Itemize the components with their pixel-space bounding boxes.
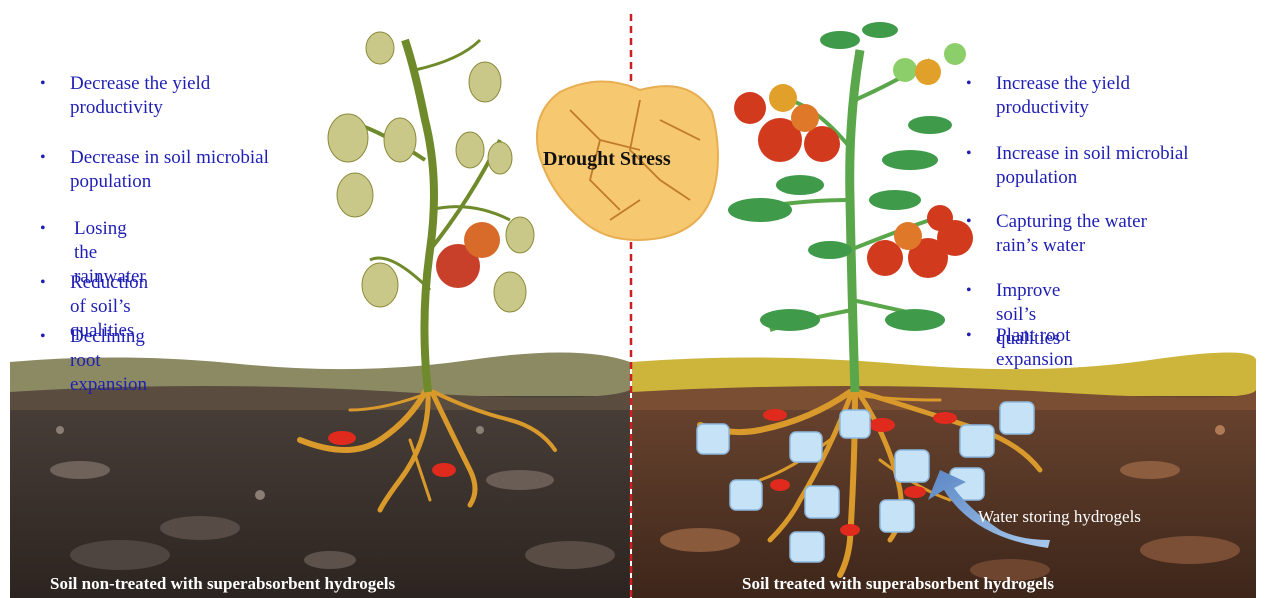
- wilted-leaf: [488, 142, 512, 174]
- bullet-dot: •: [40, 271, 46, 295]
- tomato: [791, 104, 819, 132]
- bullet-dot: •: [40, 146, 46, 170]
- wilted-leaf: [328, 114, 368, 162]
- wilted-leaf: [384, 118, 416, 162]
- wilted-plant: [328, 32, 534, 392]
- wilted-leaf: [494, 272, 526, 312]
- healthy-leaf: [862, 22, 898, 38]
- bullet-dot: •: [40, 325, 46, 349]
- healthy-leaf: [869, 190, 921, 210]
- tomato: [464, 222, 500, 258]
- healthy-leaf: [820, 31, 860, 49]
- healthy-leaf: [760, 309, 820, 331]
- tomato: [894, 222, 922, 250]
- bullet-item: •Capturing the water rain’s water: [996, 210, 1147, 258]
- bullet-item: •Decrease in soil microbial population: [70, 146, 269, 194]
- bullet-text: Plant root expansion: [996, 325, 1073, 370]
- healthy-leaf: [728, 198, 792, 222]
- bullet-text: Declining root expansion: [70, 326, 147, 395]
- bullet-item: •Decrease the yield productivity: [70, 72, 210, 120]
- bullet-text: Decrease the yield productivity: [70, 73, 210, 118]
- bullet-text: Decrease in soil microbial population: [70, 147, 269, 192]
- healthy-leaf: [882, 150, 938, 170]
- left-caption: Soil non-treated with superabsorbent hyd…: [50, 574, 395, 594]
- bullet-item: •Plant root expansion: [996, 324, 1073, 372]
- wilted-leaf: [469, 62, 501, 102]
- tomato: [915, 59, 941, 85]
- bullet-item: •Declining root expansion: [70, 325, 147, 397]
- bullet-dot: •: [966, 72, 972, 96]
- tomato: [893, 58, 917, 82]
- healthy-leaf: [808, 241, 852, 259]
- drought-stress-label: Drought Stress: [543, 148, 671, 171]
- hydrogel-label: Water storing hydrogels: [978, 507, 1141, 527]
- wilted-leaf: [366, 32, 394, 64]
- bullet-item: •Increase in soil microbial population: [996, 142, 1189, 190]
- tomato: [867, 240, 903, 276]
- healthy-leaf: [908, 116, 952, 134]
- bullet-dot: •: [40, 72, 46, 96]
- bullet-text: Increase in soil microbial population: [996, 143, 1189, 188]
- bullet-dot: •: [966, 142, 972, 166]
- healthy-leaf: [885, 309, 945, 331]
- healthy-leaf: [776, 175, 824, 195]
- microbe-left-1: [328, 431, 356, 445]
- bullet-item: •Increase the yield productivity: [996, 72, 1130, 120]
- bullet-text: Capturing the water rain’s water: [996, 211, 1147, 256]
- bullet-dot: •: [40, 217, 46, 241]
- bullet-dot: •: [966, 210, 972, 234]
- wilted-leaf: [506, 217, 534, 253]
- wilted-leaf: [456, 132, 484, 168]
- bullet-dot: •: [966, 279, 972, 303]
- microbe-left-2: [432, 463, 456, 477]
- tomato: [804, 126, 840, 162]
- tomato: [734, 92, 766, 124]
- wilted-leaf: [337, 173, 373, 217]
- tomato: [769, 84, 797, 112]
- bullet-text: Increase the yield productivity: [996, 73, 1130, 118]
- right-caption: Soil treated with superabsorbent hydroge…: [742, 574, 1054, 594]
- bullet-dot: •: [966, 324, 972, 348]
- healthy-plant: [728, 22, 973, 392]
- wilted-leaf: [362, 263, 398, 307]
- tomato: [944, 43, 966, 65]
- tomato: [927, 205, 953, 231]
